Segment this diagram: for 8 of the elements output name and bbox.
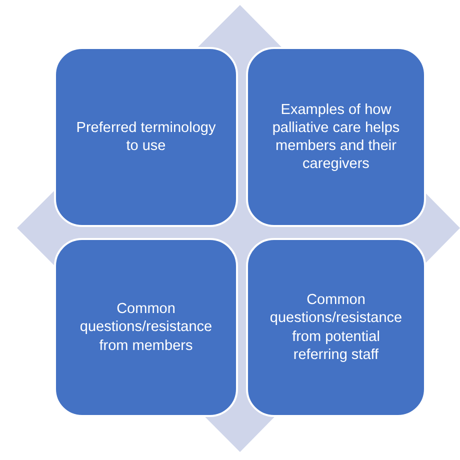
tile-text: Common questions/resistance from potential referring staff (268, 291, 404, 364)
rounded-square (54, 47, 238, 227)
tile-text: Common questions/resistance from members (78, 300, 214, 355)
rounded-square (246, 238, 426, 417)
rounded-square (246, 47, 426, 227)
tile-text: Preferred terminology to use (75, 118, 217, 156)
tile-text: Examples of how palliative care helps members and their caregivers (271, 100, 401, 174)
rounded-square (54, 238, 238, 417)
